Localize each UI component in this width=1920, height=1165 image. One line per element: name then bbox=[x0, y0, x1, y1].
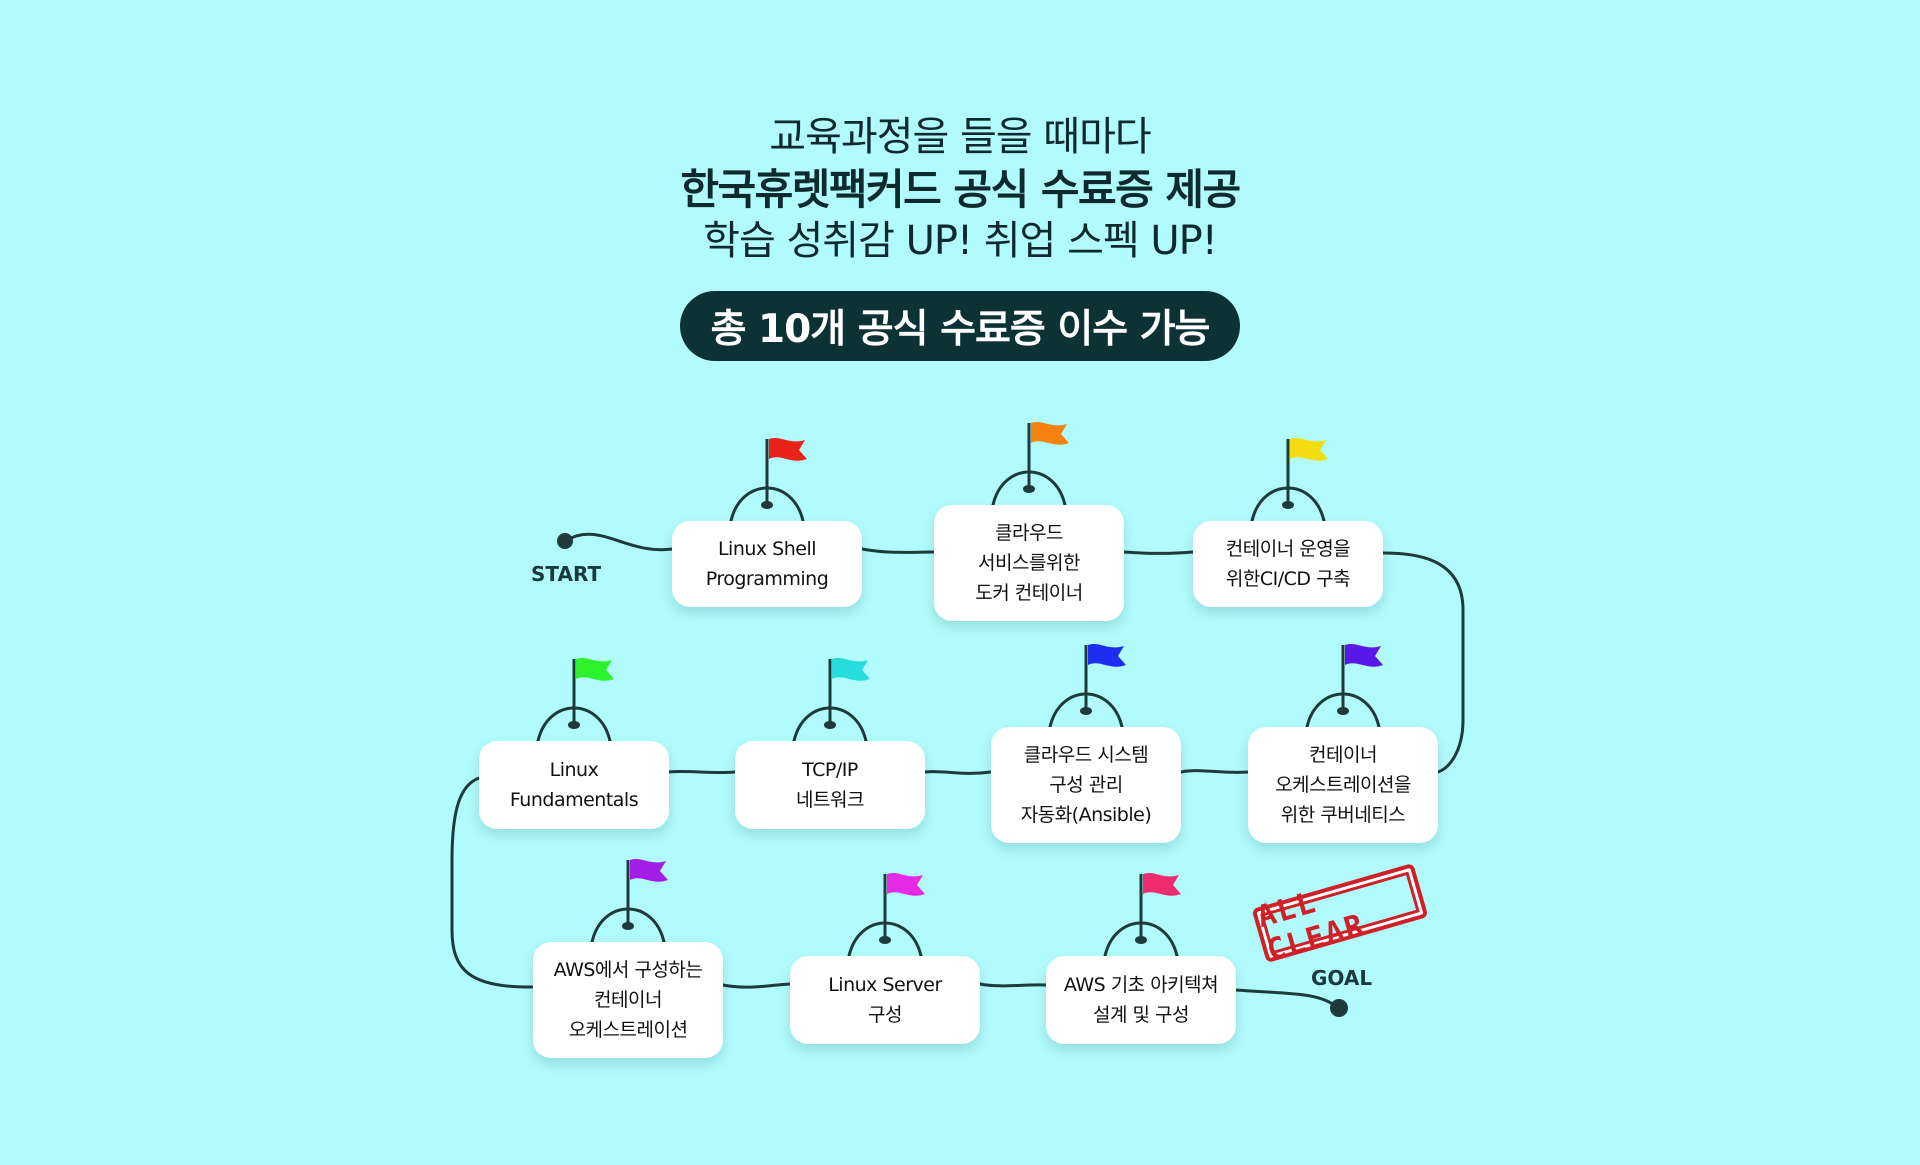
header-line-1: 교육과정을 들을 때마다 bbox=[769, 114, 1151, 160]
flag-2 bbox=[1031, 422, 1069, 445]
flag-9 bbox=[887, 873, 925, 896]
flag-base-2 bbox=[1023, 485, 1035, 493]
flag-base-9 bbox=[879, 936, 891, 944]
header-line-2: 한국휴렛팩커드 공식 수료증 제공 bbox=[680, 165, 1241, 214]
flag-base-10 bbox=[1135, 936, 1147, 944]
course-card-line: 컨테이너 bbox=[1309, 744, 1377, 766]
course-card-line: 네트워크 bbox=[796, 789, 864, 811]
course-card-line: 서비스를위한 bbox=[978, 552, 1080, 574]
course-card-6: TCP/IP 네트워크 bbox=[735, 741, 925, 829]
course-card-9: Linux Server 구성 bbox=[790, 956, 980, 1044]
course-card-line: AWS 기초 아키텍쳐 bbox=[1063, 974, 1219, 996]
course-card-line: 클라우드 시스템 bbox=[1023, 744, 1149, 766]
course-card-line: 자동화(Ansible) bbox=[1020, 804, 1152, 826]
course-card-line: 구성 bbox=[868, 1004, 902, 1026]
flag-4 bbox=[1345, 644, 1383, 667]
flag-base-7 bbox=[568, 721, 580, 729]
flag-3 bbox=[1290, 438, 1328, 461]
flag-base-6 bbox=[824, 721, 836, 729]
course-card-line: 설계 및 구성 bbox=[1093, 1004, 1189, 1026]
goal-label: GOAL bbox=[1311, 966, 1373, 990]
flag-base-4 bbox=[1337, 707, 1349, 715]
header-line-3: 학습 성취감 UP! 취업 스펙 UP! bbox=[703, 218, 1218, 264]
course-card-line: 오케스트레이션 bbox=[568, 1019, 688, 1041]
flag-base-5 bbox=[1080, 707, 1092, 715]
course-card-line: 오케스트레이션을 bbox=[1275, 774, 1411, 796]
flag-5 bbox=[1088, 644, 1126, 667]
flag-base-8 bbox=[622, 922, 634, 930]
course-card-line: Linux Shell bbox=[717, 538, 817, 560]
start-label: START bbox=[531, 562, 602, 586]
flag-10 bbox=[1143, 873, 1181, 896]
flag-base-3 bbox=[1282, 501, 1294, 509]
course-card-line: 구성 관리 bbox=[1049, 774, 1123, 796]
flag-base-1 bbox=[761, 501, 773, 509]
course-card-line: 클라우드 bbox=[995, 522, 1063, 544]
flag-1 bbox=[769, 438, 807, 461]
course-card-line: 도커 컨테이너 bbox=[975, 582, 1083, 604]
course-card-line: AWS에서 구성하는 bbox=[553, 959, 703, 981]
course-card-line: Fundamentals bbox=[509, 789, 639, 811]
course-card-line: 컨테이너 bbox=[594, 989, 662, 1011]
flag-6 bbox=[832, 658, 870, 681]
course-card-line: 컨테이너 운영을 bbox=[1225, 538, 1351, 560]
certificate-count-pill: 총 10개 공식 수료증 이수 가능 bbox=[680, 291, 1240, 361]
course-card-line: Linux bbox=[549, 759, 599, 781]
course-card-line: TCP/IP bbox=[802, 759, 858, 781]
course-card-line: Linux Server bbox=[828, 974, 942, 996]
route-path bbox=[450, 532, 1465, 1010]
course-card-line: 위한CI/CD 구축 bbox=[1225, 568, 1351, 590]
flag-7 bbox=[576, 658, 614, 681]
start-point bbox=[557, 533, 573, 549]
course-card-line: Programming bbox=[705, 568, 829, 590]
course-card-line: 위한 쿠버네티스 bbox=[1280, 804, 1406, 826]
goal-point bbox=[1330, 999, 1348, 1017]
flag-8 bbox=[630, 859, 668, 882]
